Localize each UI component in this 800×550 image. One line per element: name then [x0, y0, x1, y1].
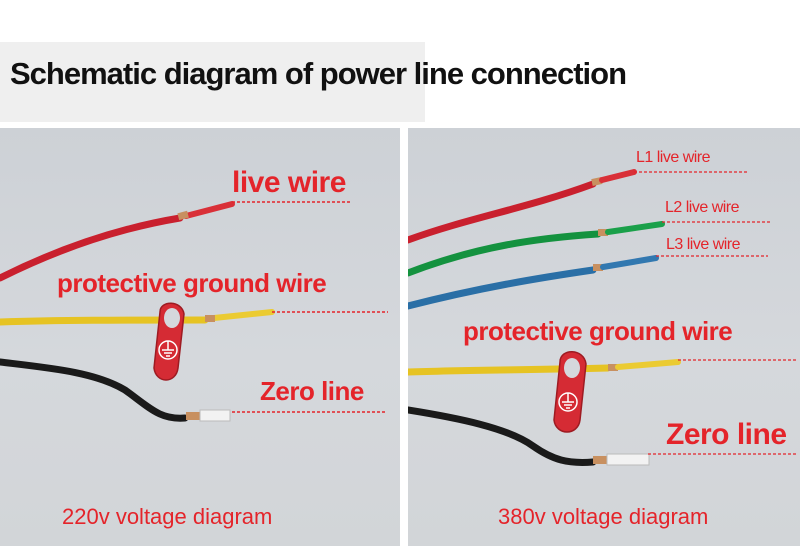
- l1-wire: [408, 180, 597, 244]
- l3-copper: [593, 264, 603, 271]
- ground-wire-copper: [608, 364, 618, 371]
- zero-line-copper: [593, 456, 607, 464]
- label-zero-line: Zero line: [260, 376, 364, 406]
- label-l2-live-wire: L2 live wire: [665, 199, 740, 216]
- ground-wire-tip: [615, 359, 681, 370]
- l2-copper: [598, 229, 608, 236]
- page-title: Schematic diagram of power line connecti…: [10, 56, 627, 91]
- label-l3-live-wire: L3 live wire: [666, 236, 741, 253]
- zero-line-tip: [606, 453, 650, 466]
- wires-380v: [408, 169, 798, 466]
- zero-line-wire: [0, 358, 189, 422]
- live-wire: [0, 214, 184, 282]
- label-l1-live-wire: L1 live wire: [636, 149, 711, 166]
- title-banner: [0, 42, 425, 122]
- caption-380v: 380v voltage diagram: [498, 504, 709, 529]
- ground-wire-tip: [211, 309, 275, 321]
- label-zero-line: Zero line: [666, 418, 787, 451]
- live-wire-tip: [183, 201, 235, 219]
- ground-tag: [553, 351, 587, 433]
- photo-220v: live wire protective ground wire Zero li…: [0, 128, 400, 546]
- zero-line-tip: [199, 409, 231, 422]
- zero-line-copper: [186, 412, 200, 420]
- ground-tag: [153, 302, 185, 381]
- l3-tip: [600, 255, 659, 270]
- l1-tip: [599, 169, 637, 183]
- earth-icon: [558, 392, 578, 412]
- l2-wire: [408, 230, 602, 277]
- label-live-wire: live wire: [232, 166, 346, 199]
- photo-380v: L1 live wire L2 live wire L3 live wire p…: [408, 128, 800, 546]
- live-wire-copper: [177, 210, 189, 221]
- label-protective-ground-wire: protective ground wire: [57, 268, 327, 298]
- caption-220v: 220v voltage diagram: [62, 504, 273, 529]
- earth-icon: [158, 340, 178, 360]
- ground-wire-copper: [205, 315, 215, 322]
- l2-tip: [605, 221, 665, 235]
- wires-220v: [0, 201, 388, 422]
- l3-wire: [408, 266, 597, 310]
- zero-line-wire: [408, 406, 597, 466]
- label-protective-ground-wire: protective ground wire: [463, 316, 733, 346]
